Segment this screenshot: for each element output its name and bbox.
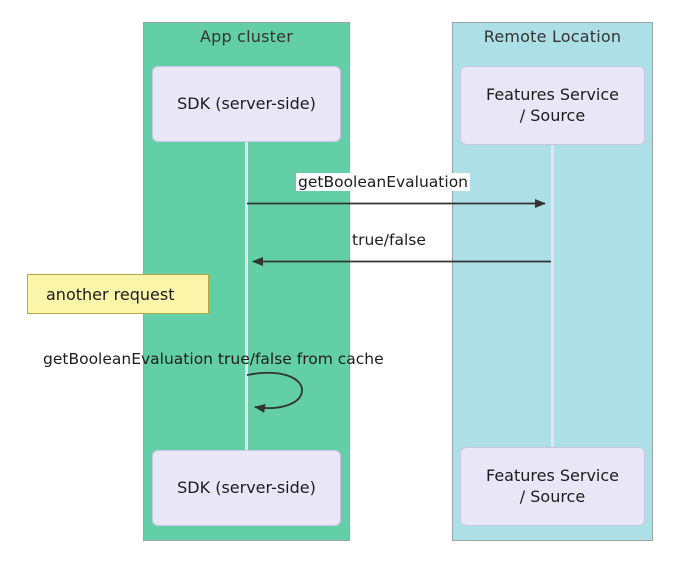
message-label-get-boolean-evaluation: getBooleanEvaluation (296, 173, 471, 191)
group-title-app-cluster: App cluster (200, 27, 293, 46)
participant-sdk-bottom: SDK (server-side) (152, 450, 341, 526)
message-label-true-false: true/false (350, 231, 428, 249)
lifeline-remote-location (551, 140, 554, 452)
participant-features-service-bottom: Features Service / Source (460, 447, 645, 526)
group-title-remote-location: Remote Location (483, 27, 622, 46)
participant-features-service-top: Features Service / Source (460, 66, 645, 145)
message-label-self-cache: getBooleanEvaluation true/false from cac… (43, 350, 384, 368)
note-another-request: another request (27, 274, 209, 314)
lifeline-app-cluster (245, 140, 248, 452)
participant-sdk-top: SDK (server-side) (152, 66, 341, 142)
